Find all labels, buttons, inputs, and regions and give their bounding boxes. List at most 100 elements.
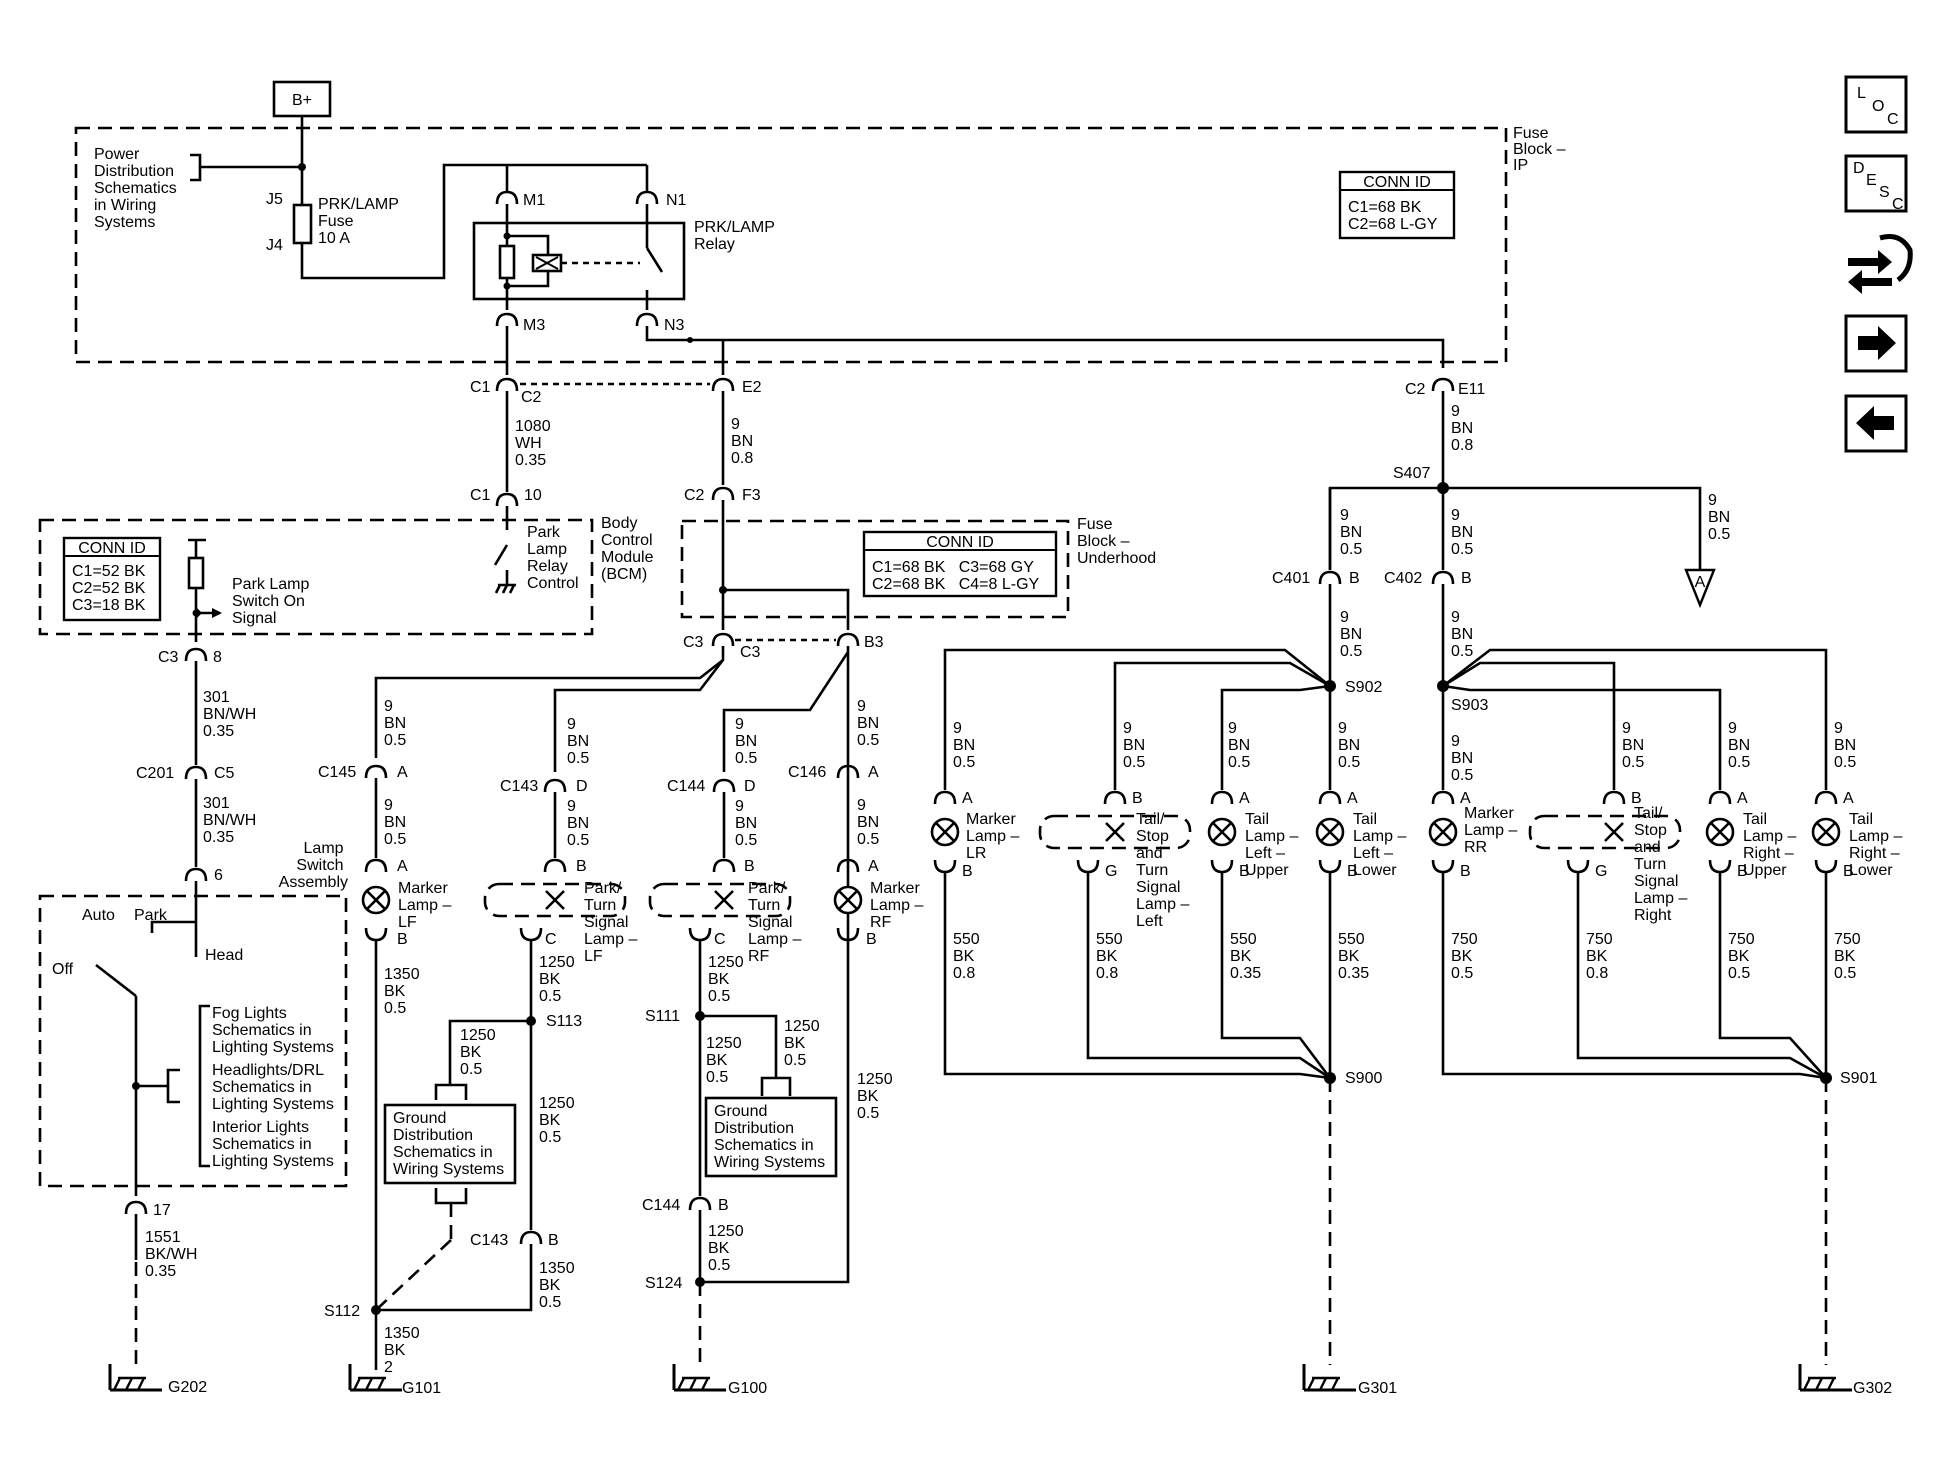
splice-s113: S113 [546,1013,582,1030]
wire-1350-c143: 1350 BK 0.5 [539,1260,579,1311]
wire-1250-s111-b: 1250 BK 0.5 [784,1018,824,1069]
conn-c143-d: C143 [500,778,538,795]
svg-text:CONN ID: CONN ID [1363,174,1431,191]
previous-page-button[interactable] [1844,394,1908,453]
svg-text:B: B [548,1232,559,1249]
conn-c145: C145 [318,764,356,781]
svg-text:CONN ID: CONN ID [78,540,146,557]
wire-1250-c144: 1250 BK 0.5 [708,1223,748,1274]
conn-pin-8: 8 [213,649,222,666]
wire-550-stop-l: 550 BK 0.8 [1096,931,1127,982]
park-turn-lamp-rf-label: Park/ Turn Signal Lamp – RF [748,880,806,965]
svg-text:L: L [1857,85,1866,102]
relay-pin-n1: N1 [666,192,687,209]
marker-lamp-lf-label: Marker Lamp – LF [398,880,456,931]
tail-lamp-right-upper [1705,817,1735,847]
conn-e11: E11 [1458,381,1485,398]
splice-s111: S111 [645,1008,680,1025]
bcm-label: Body Control Module (BCM) [601,515,658,583]
wire-1250-rf-park: 1250 BK 0.5 [708,954,748,1005]
desc-button[interactable]: D E S C [1844,154,1908,213]
fuse-block-ip [74,126,1508,364]
tail-stop-turn-lamp-right [1528,814,1682,850]
wire-9-tail-ll: 9 BN 0.5 [1338,720,1365,771]
offpage-ref-a [1684,568,1716,609]
wire-1250-s113: 1250 BK 0.5 [460,1027,500,1078]
bplus-label: B+ [292,92,312,109]
svg-text:A: A [962,790,973,807]
marker-lamp-lr [930,817,960,847]
wire-9-tail-rl: 9 BN 0.5 [1834,720,1861,771]
wire-9-c401-bottom: 9 BN 0.5 [1340,609,1367,660]
next-page-button[interactable] [1844,314,1908,373]
wire-9-rf-marker: 9 BN 0.5 [857,797,884,848]
tail-stop-turn-lamp-left [1038,814,1192,850]
relay-pin-n3: N3 [664,317,685,334]
tail-lamp-left-upper [1207,817,1237,847]
fuse-pin-j4: J4 [266,237,283,254]
ground-g100: G100 [728,1380,767,1397]
prk-lamp-relay-label: PRK/LAMP Relay [694,219,779,253]
wire-750-rr: 750 BK 0.5 [1451,931,1482,982]
svg-text:D: D [576,778,588,795]
conn-pin-10: 10 [524,487,542,504]
tail-stop-turn-lamp-left-label: Tail/ Stop and Turn Signal Lamp – Left [1136,811,1194,930]
prk-lamp-fuse [292,203,313,245]
marker-lamp-rr [1428,817,1458,847]
wire-550-ll: 550 BK 0.35 [1338,931,1369,982]
wire-9-tail-stop-r: 9 BN 0.5 [1622,720,1649,771]
repair-procedure-icon[interactable] [1848,234,1913,295]
wire-9-tail-stop-l: 9 BN 0.5 [1123,720,1150,771]
svg-text:A: A [868,764,879,781]
wire-1080: 1080 WH 0.35 [515,418,555,469]
marker-lamp-rf-label: Marker Lamp – RF [870,880,928,931]
wire-9-tail-lu: 9 BN 0.5 [1228,720,1255,771]
conn-c3-uh-a: C3 [683,634,704,651]
wire-9-c402-top: 9 BN 0.5 [1451,507,1478,558]
tail-lamp-left-lower-label: Tail Lamp – Left – Lower [1353,811,1411,879]
fuse-block-underhood-label: Fuse Block – Underhood [1077,516,1156,567]
splice-s901: S901 [1840,1070,1877,1087]
wire-301-a: 301 BN/WH 0.35 [203,689,261,740]
wire-550-lu: 550 BK 0.35 [1230,931,1261,982]
conn-id-bcm-table: CONN ID C1=52 BK C2=52 BK C3=18 BK [62,536,162,622]
svg-text:B: B [1843,863,1854,880]
ground-distribution-ref-right-label: Ground Distribution Schematics in Wiring… [714,1103,825,1171]
wire-750-stop-r: 750 BK 0.8 [1586,931,1617,982]
conn-c2-ip: C2 [1405,381,1426,398]
relay-pin-m1: M1 [523,192,545,209]
svg-text:B: B [397,931,408,948]
svg-text:B: B [1347,863,1358,880]
conn-pin-6: 6 [214,867,223,884]
wire-9-to-a: 9 BN 0.5 [1708,492,1735,543]
svg-text:B: B [1349,570,1360,587]
wire-1250-rf-marker: 1250 BK 0.5 [857,1071,897,1122]
conn-c201: C201 [136,765,174,782]
svg-text:C3=18 BK: C3=18 BK [72,597,146,614]
wire-9-c143: 9 BN 0.5 [567,716,594,767]
conn-c2-top: C2 [521,389,542,406]
splice-s900: S900 [1345,1070,1382,1087]
marker-lamp-rr-label: Marker Lamp – RR [1464,805,1522,856]
park-lamp-relay-control: Park Lamp Relay Control [527,524,579,592]
conn-c3-uh-b: C3 [740,644,761,661]
loc-button[interactable]: L O C [1844,75,1908,134]
marker-lamp-lf [361,885,391,915]
ground-g302: G302 [1853,1380,1892,1397]
svg-text:B: B [866,931,877,948]
svg-text:B: B [1460,863,1471,880]
svg-text:A: A [397,858,408,875]
svg-text:A: A [1239,790,1250,807]
wire-9-bn-08-a: 9 BN 0.8 [731,416,758,467]
svg-text:O: O [1872,98,1884,115]
svg-text:A: A [868,858,879,875]
svg-text:A: A [397,764,408,781]
wire-1250-lf-park: 1250 BK 0.5 [539,954,579,1005]
conn-c144-d: C144 [667,778,705,795]
switch-pos-auto: Auto [82,907,115,924]
wire-9-marker-lr: 9 BN 0.5 [953,720,980,771]
prk-lamp-fuse-label: PRK/LAMP Fuse 10 A [318,196,403,247]
splice-s124: S124 [645,1275,682,1292]
wire-9-c146: 9 BN 0.5 [857,698,884,749]
park-lamp-switch-on-signal: Park Lamp Switch On Signal [232,576,314,627]
